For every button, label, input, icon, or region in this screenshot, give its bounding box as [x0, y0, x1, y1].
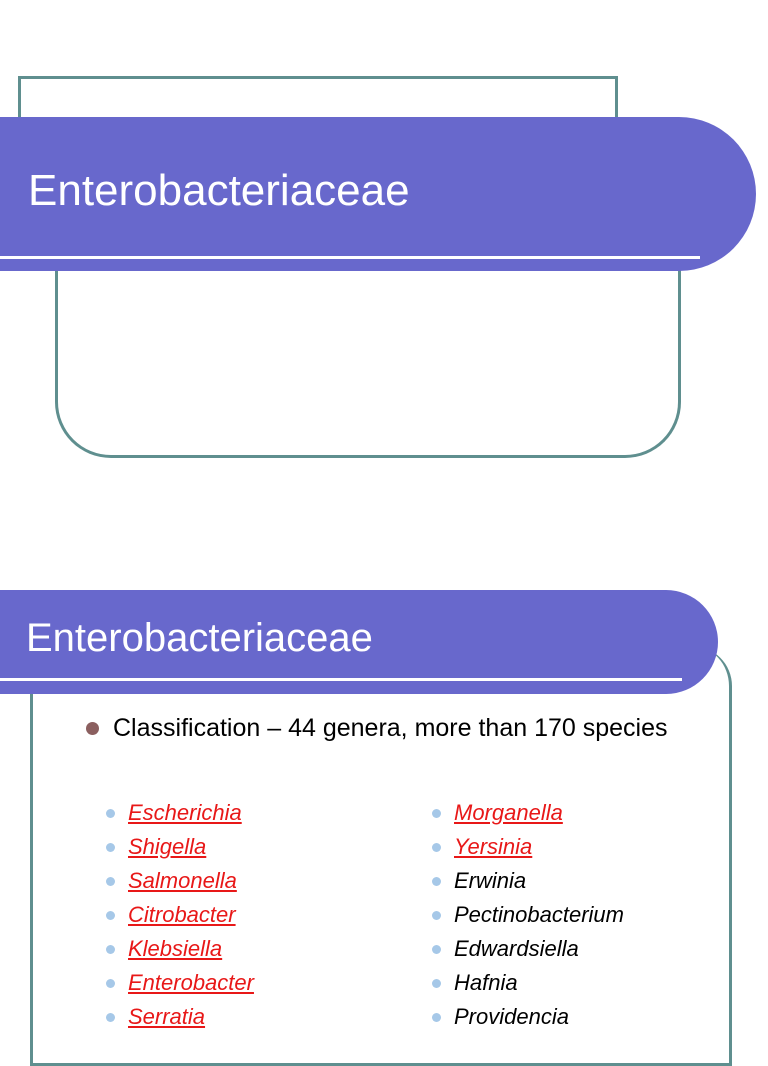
main-bullet: Classification – 44 genera, more than 17… [86, 712, 686, 745]
genus-list-item[interactable]: Serratia [104, 1000, 254, 1034]
genus-list-item: Hafnia [430, 966, 624, 1000]
genus-link[interactable]: Serratia [128, 1004, 206, 1029]
bullet-dot-icon [432, 1013, 441, 1022]
bullet-dot-icon [106, 1013, 115, 1022]
genus-list-item[interactable]: Enterobacter [104, 966, 254, 1000]
genus-list-item: Pectinobacterium [430, 898, 624, 932]
bullet-dot-icon [86, 722, 99, 735]
genus-name: Providencia [454, 1004, 569, 1029]
genus-list-item[interactable]: Salmonella [104, 864, 254, 898]
title-underline [0, 678, 682, 681]
bullet-dot-icon [106, 877, 115, 886]
genus-list-item[interactable]: Yersinia [430, 830, 624, 864]
genus-link[interactable]: Enterobacter [128, 970, 254, 995]
genus-list-item[interactable]: Citrobacter [104, 898, 254, 932]
genus-name: Hafnia [454, 970, 518, 995]
classification-text: Classification – 44 genera, more than 17… [113, 714, 668, 742]
genus-link[interactable]: Yersinia [454, 834, 533, 859]
bullet-dot-icon [106, 843, 115, 852]
genus-list-item: Erwinia [430, 864, 624, 898]
genus-list-item: Providencia [430, 1000, 624, 1034]
bullet-dot-icon [432, 843, 441, 852]
genus-link[interactable]: Morganella [454, 800, 563, 825]
slide-title: Enterobacteriaceae [28, 166, 410, 215]
genus-list-item[interactable]: Shigella [104, 830, 254, 864]
title-band [0, 117, 756, 271]
genus-name: Pectinobacterium [454, 902, 624, 927]
genus-name: Edwardsiella [454, 936, 579, 961]
bullet-dot-icon [432, 945, 441, 954]
slide-frame-top [18, 76, 618, 126]
bullet-dot-icon [432, 979, 441, 988]
slide-title: Enterobacteriaceae [26, 616, 373, 660]
slide-frame-bottom [55, 262, 681, 458]
slide-1: Enterobacteriaceae [0, 0, 768, 480]
slide-2: Enterobacteriaceae Classification – 44 g… [0, 560, 768, 1066]
genus-link[interactable]: Escherichia [128, 800, 242, 825]
genus-name: Erwinia [454, 868, 527, 893]
genus-link[interactable]: Citrobacter [128, 902, 236, 927]
genus-link[interactable]: Klebsiella [128, 936, 223, 961]
genus-link[interactable]: Shigella [128, 834, 207, 859]
bullet-dot-icon [432, 911, 441, 920]
genus-link[interactable]: Salmonella [128, 868, 237, 893]
bullet-dot-icon [106, 911, 115, 920]
bullet-dot-icon [432, 809, 441, 818]
genus-list-item[interactable]: Klebsiella [104, 932, 254, 966]
title-band [0, 590, 718, 694]
bullet-dot-icon [106, 809, 115, 818]
genus-list-item: Edwardsiella [430, 932, 624, 966]
genus-list-item[interactable]: Escherichia [104, 796, 254, 830]
title-underline [0, 256, 700, 259]
bullet-dot-icon [106, 979, 115, 988]
genus-list-item[interactable]: Morganella [430, 796, 624, 830]
bullet-dot-icon [106, 945, 115, 954]
bullet-dot-icon [432, 877, 441, 886]
